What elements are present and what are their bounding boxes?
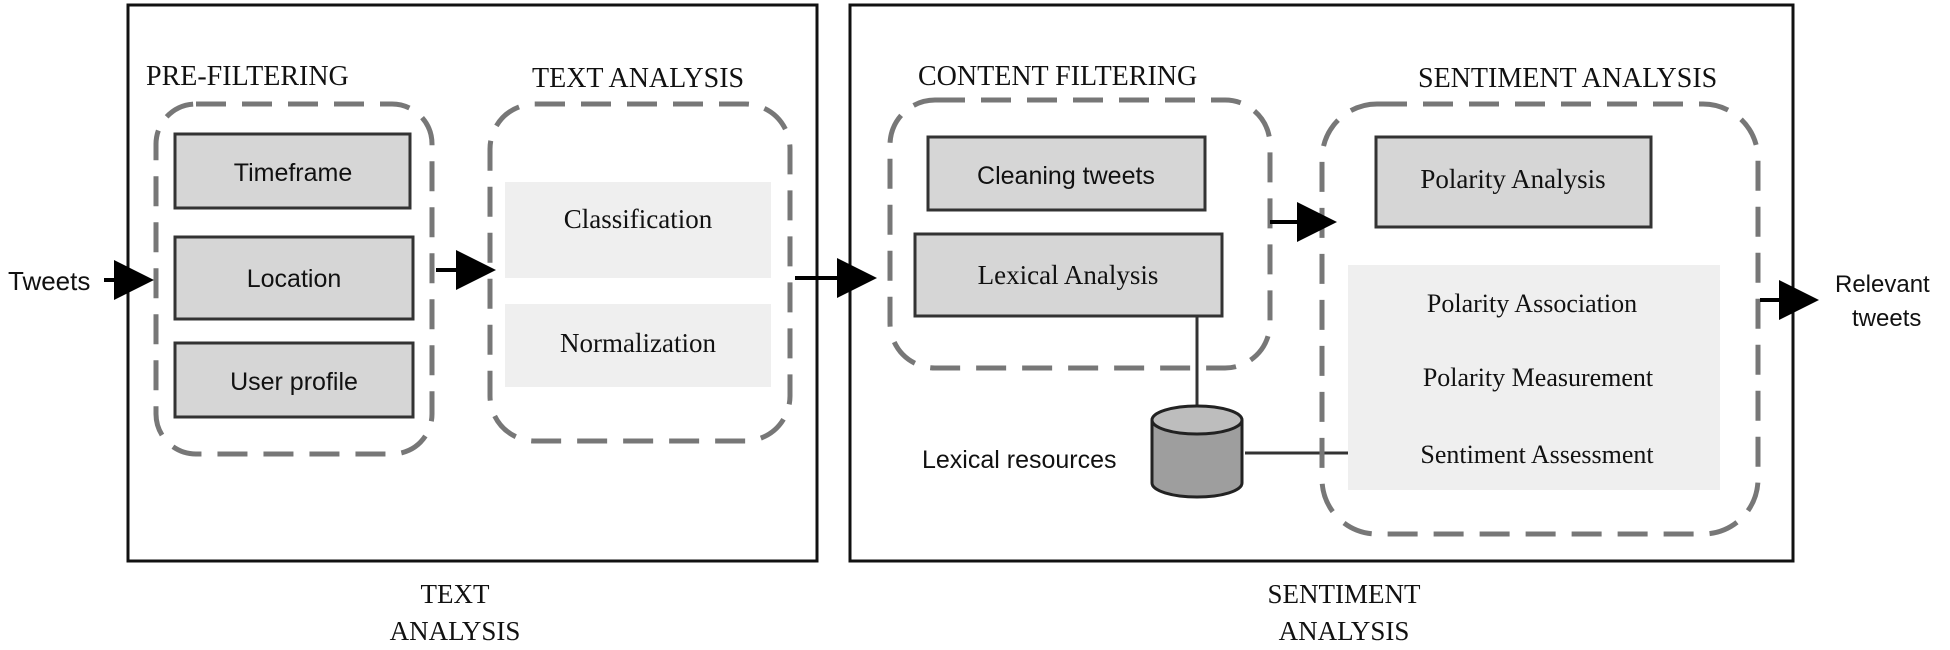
polarity-analysis-label: Polarity Analysis xyxy=(1420,164,1605,194)
lexical-analysis-box xyxy=(913,232,1224,318)
lexical-resources-label: Lexical resources xyxy=(922,446,1117,474)
cleaning-tweets-label: Cleaning tweets xyxy=(977,162,1155,190)
normalization-box xyxy=(505,304,771,387)
normalization-label: Normalization xyxy=(560,328,716,358)
text-analysis-caption-line2: ANALYSIS xyxy=(390,616,521,646)
text-analysis-caption-line1: TEXT xyxy=(421,579,490,609)
tweets-input-label: Tweets xyxy=(8,266,90,296)
text-analysis-group xyxy=(487,101,793,444)
polarity-analysis-box xyxy=(1374,135,1653,229)
prefiltering-title: PRE-FILTERING xyxy=(146,61,349,92)
user-profile-box xyxy=(173,341,415,419)
sentiment-analysis-caption-line1: SENTIMENT xyxy=(1268,579,1421,609)
user-profile-label: User profile xyxy=(230,368,358,396)
classification-label: Classification xyxy=(564,204,713,234)
prefiltering-group xyxy=(153,101,435,457)
text-analysis-title: TEXT ANALYSIS xyxy=(532,63,744,94)
cleaning-tweets-box xyxy=(926,135,1207,212)
relevant-tweets-label-line1: Relevant xyxy=(1835,271,1930,298)
content-filtering-group xyxy=(887,97,1273,371)
timeframe-box xyxy=(173,132,412,210)
sentiment-assessment-label: Sentiment Assessment xyxy=(1420,440,1654,469)
lexical-analysis-label: Lexical Analysis xyxy=(978,260,1159,290)
location-box xyxy=(173,235,415,321)
sentiment-analysis-group xyxy=(1319,101,1761,537)
timeframe-label: Timeframe xyxy=(234,159,353,187)
polarity-association-label: Polarity Association xyxy=(1427,289,1637,318)
lexical-resources-database-icon xyxy=(1150,404,1244,499)
polarity-steps-box xyxy=(1348,265,1720,490)
content-filtering-title: CONTENT FILTERING xyxy=(918,61,1197,92)
location-label: Location xyxy=(247,265,342,293)
sentiment-analysis-title: SENTIMENT ANALYSIS xyxy=(1418,63,1717,94)
relevant-tweets-label-line2: tweets xyxy=(1852,305,1921,332)
polarity-measurement-label: Polarity Measurement xyxy=(1423,363,1654,392)
sentiment-analysis-caption-line2: ANALYSIS xyxy=(1279,616,1410,646)
classification-box xyxy=(505,182,771,278)
